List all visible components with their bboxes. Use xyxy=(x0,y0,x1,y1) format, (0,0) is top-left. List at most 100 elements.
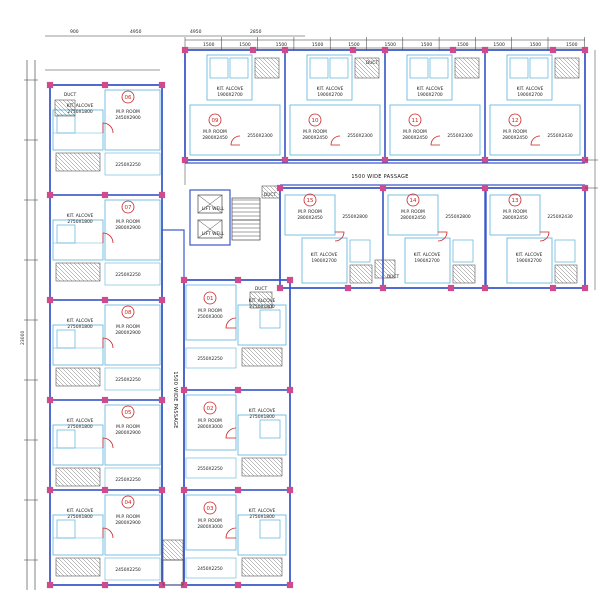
column xyxy=(381,156,389,164)
door-swing xyxy=(330,135,341,146)
dim-label: 2550X2800 xyxy=(445,214,471,220)
duct-hatch xyxy=(452,278,458,284)
duct-hatch xyxy=(259,557,279,577)
top-dim-label: 1500 xyxy=(421,42,433,48)
duct-hatch xyxy=(255,557,275,577)
duct-hatch xyxy=(85,367,101,383)
duct-hatch xyxy=(367,264,373,270)
duct xyxy=(249,291,273,309)
alcove-label: KIT. ALCOVE xyxy=(417,86,444,92)
duct-hatch xyxy=(85,467,101,483)
unit-number-circle xyxy=(406,193,420,207)
duct-label: DUCT xyxy=(255,286,268,292)
duct-hatch xyxy=(279,557,283,561)
duct-hatch xyxy=(349,278,355,284)
door-swing xyxy=(102,337,114,349)
kitchen-alcove xyxy=(306,54,353,101)
duct-hatch xyxy=(462,57,480,75)
duct-hatch xyxy=(54,103,68,117)
duct xyxy=(254,57,280,79)
kitchen-alcove xyxy=(237,304,287,346)
top-overall-dim: 2850 xyxy=(250,29,262,35)
duct-hatch xyxy=(249,295,263,309)
duct-hatch xyxy=(93,367,101,375)
kitchen-alcove xyxy=(52,324,104,366)
room-label: M.P. ROOM xyxy=(503,209,527,215)
room-size: 2800X2900 xyxy=(115,520,141,526)
column xyxy=(158,396,166,404)
duct-hatch xyxy=(259,457,279,477)
duct-hatch xyxy=(162,551,172,561)
duct-hatch xyxy=(55,477,65,487)
bath xyxy=(309,57,329,79)
duct-hatch xyxy=(566,57,580,71)
duct-hatch xyxy=(162,547,176,561)
duct-hatch xyxy=(174,539,184,549)
duct-hatch xyxy=(241,353,255,367)
column xyxy=(158,191,166,199)
column xyxy=(158,486,166,494)
duct-hatch xyxy=(97,152,101,156)
duct-hatch xyxy=(253,291,271,309)
duct-hatch xyxy=(354,65,368,79)
duct-hatch xyxy=(249,291,267,309)
room-size: 2800X2450 xyxy=(402,135,428,141)
column xyxy=(234,581,242,589)
bath xyxy=(452,239,474,263)
mp-room xyxy=(104,494,161,556)
alcove-label: KIT. ALCOVE xyxy=(414,252,441,258)
balcony xyxy=(185,457,237,479)
duct-hatch xyxy=(564,264,578,278)
duct-hatch xyxy=(263,347,283,367)
mp-room xyxy=(185,394,237,451)
duct xyxy=(55,467,101,487)
door-swing xyxy=(437,231,448,242)
column xyxy=(101,296,109,304)
alcove-label: KIT. ALCOVE xyxy=(67,213,94,219)
kitchen-alcove xyxy=(506,237,553,284)
duct-hatch xyxy=(267,557,283,573)
alcove-label: KIT. ALCOVE xyxy=(249,508,276,514)
duct-hatch xyxy=(77,152,97,172)
duct-hatch xyxy=(243,457,263,477)
duct-hatch xyxy=(65,467,85,487)
alcove-size: 1900X2700 xyxy=(317,92,343,98)
column xyxy=(46,486,54,494)
column xyxy=(46,191,54,199)
room-label: M.P. ROOM xyxy=(116,109,140,115)
mp-room xyxy=(387,194,439,236)
duct-hatch xyxy=(254,57,276,79)
top-dim-label: 1500 xyxy=(312,42,324,48)
wc xyxy=(529,57,549,79)
mp-room xyxy=(489,194,541,236)
duct-hatch xyxy=(261,189,271,199)
mp-room xyxy=(185,494,237,551)
unit-number: 06 xyxy=(125,95,132,101)
bath xyxy=(259,419,281,439)
unit-number-circle xyxy=(121,405,135,419)
duct-hatch xyxy=(275,557,283,565)
duct-hatch xyxy=(254,61,272,79)
duct-hatch xyxy=(55,481,61,487)
unit-number: 12 xyxy=(512,118,519,124)
duct-hatch xyxy=(349,274,359,284)
mp-room xyxy=(104,89,161,151)
kitchen-alcove xyxy=(237,414,287,456)
alcove-label: KIT. ALCOVE xyxy=(516,252,543,258)
wc xyxy=(329,57,349,79)
duct-hatch xyxy=(55,158,69,172)
kitchen-alcove xyxy=(301,237,348,284)
duct-hatch xyxy=(73,367,93,387)
bath xyxy=(56,114,76,134)
duct-hatch xyxy=(374,265,388,279)
duct-hatch xyxy=(261,193,267,199)
kitchen-alcove xyxy=(52,424,104,466)
duct-hatch xyxy=(466,264,476,274)
room-size: 2800X2900 xyxy=(115,225,141,231)
duct-hatch xyxy=(261,291,273,303)
duct-hatch xyxy=(454,264,474,284)
duct-hatch xyxy=(554,69,564,79)
unit-number-circle xyxy=(121,200,135,214)
duct xyxy=(241,457,283,477)
duct-hatch xyxy=(271,557,283,569)
